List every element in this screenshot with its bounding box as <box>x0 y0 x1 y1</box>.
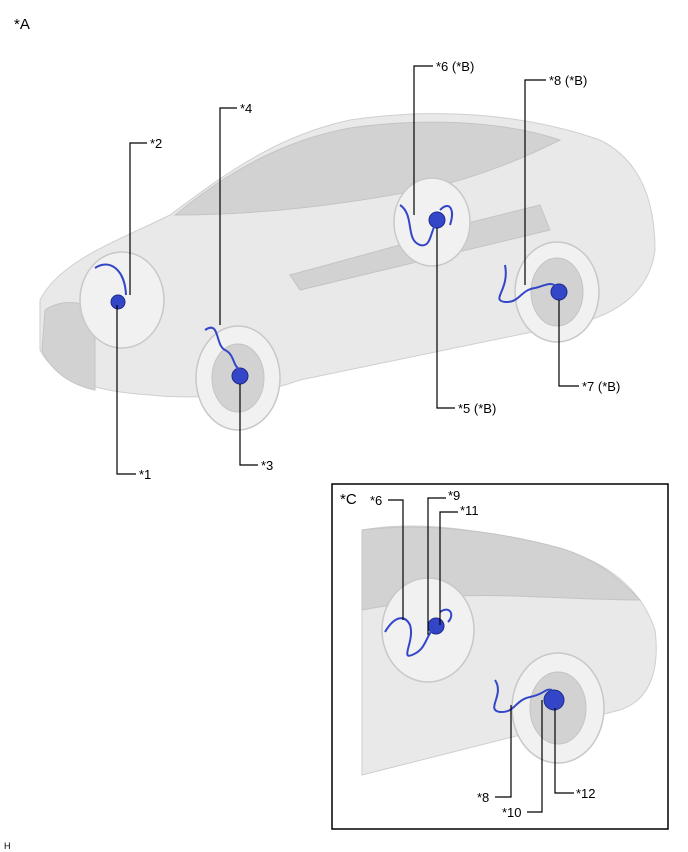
view-label-a: *A <box>14 16 30 33</box>
inset-callout-12: *12 <box>576 786 596 801</box>
footer-code: H <box>4 841 11 851</box>
callout-8: *8 (*B) <box>549 73 587 88</box>
inset-callout-8: *8 <box>477 790 489 805</box>
callout-4: *4 <box>240 101 252 116</box>
vehicle-illustration <box>39 113 656 431</box>
callout-5: *5 (*B) <box>458 401 496 416</box>
callout-3: *3 <box>261 458 273 473</box>
inset-callouts: *6 *9 *11 *8 *10 *12 <box>370 488 596 820</box>
main-callouts: *2 *4 *6 (*B) *8 (*B) *1 *3 *5 (*B) *7 (… <box>116 59 620 482</box>
callout-1: *1 <box>139 467 151 482</box>
inset-callout-10: *10 <box>502 805 522 820</box>
inset-callout-11: *11 <box>460 503 479 518</box>
callout-2: *2 <box>150 136 162 151</box>
inset-callout-6: *6 <box>370 493 382 508</box>
callout-6: *6 (*B) <box>436 59 474 74</box>
inset-view-c <box>331 483 669 830</box>
callout-7: *7 (*B) <box>582 379 620 394</box>
view-label-c: *C <box>340 491 357 508</box>
inset-callout-9: *9 <box>448 488 460 503</box>
speed-sensors-main <box>94 204 568 385</box>
